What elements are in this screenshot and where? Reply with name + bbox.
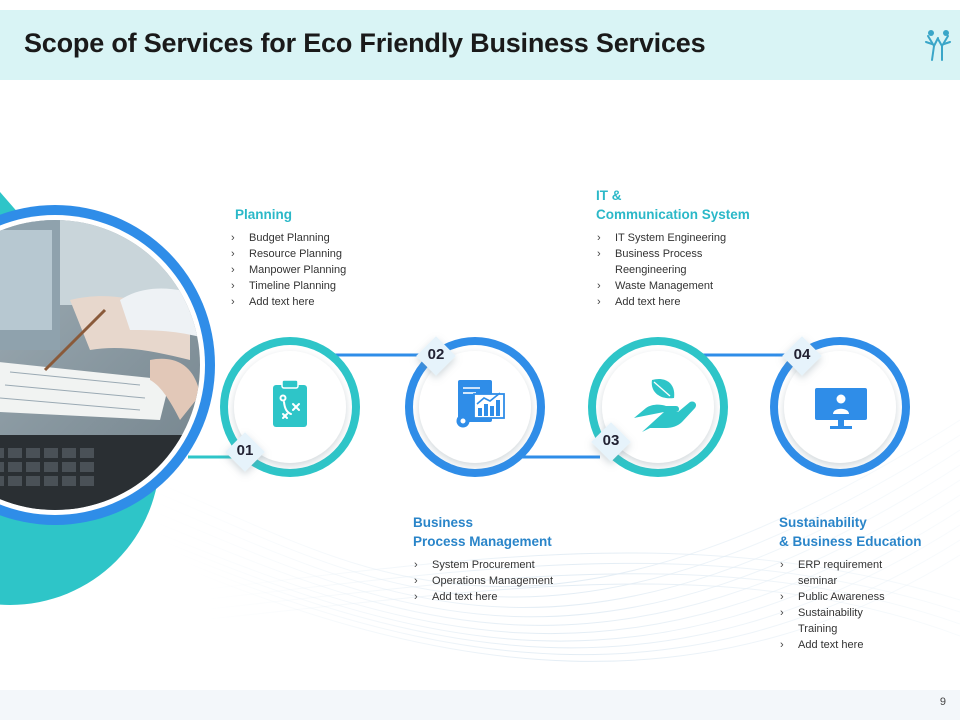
stage-4-title: Sustainability & Business Education (779, 513, 922, 551)
stage-2-number-badge (416, 336, 456, 376)
list-item: System Procurement (412, 557, 553, 573)
stage-4-number-badge (782, 336, 822, 376)
hand-leaf-icon (634, 378, 697, 432)
stage-1-number-badge (225, 432, 265, 472)
stage-2-title-line: Business (413, 515, 474, 530)
stage-4-title-line: & Business Education (779, 534, 922, 549)
stage-2-title-line: Process Management (413, 534, 552, 549)
stage-3-list: IT System Engineering Business ProcessRe… (595, 230, 726, 310)
clipboard-strategy-icon (273, 379, 307, 427)
photo-decoration (0, 192, 215, 605)
list-item: Waste Management (595, 278, 726, 294)
stage-1-title: Planning (235, 205, 292, 224)
stage-3-title-line: Communication System (596, 207, 750, 222)
list-item: Add text here (778, 637, 885, 653)
list-item: Manpower Planning (229, 262, 346, 278)
list-item: Public Awareness (778, 589, 885, 605)
list-item: Budget Planning (229, 230, 346, 246)
stage-3-title-line: IT & (596, 188, 622, 203)
stage-2-title: Business Process Management (413, 513, 552, 551)
stage-1-list: Budget Planning Resource Planning Manpow… (229, 230, 346, 310)
stage-2-number: 02 (427, 346, 445, 363)
header-bar: Scope of Services for Eco Friendly Busin… (0, 10, 960, 80)
stage-2-list: System Procurement Operations Management… (412, 557, 553, 605)
report-analytics-icon (456, 380, 505, 428)
list-item: Operations Management (412, 573, 553, 589)
stage-3-number: 03 (602, 432, 620, 449)
stage-4-title-line: Sustainability (779, 515, 867, 530)
list-item: Resource Planning (229, 246, 346, 262)
stage-1-title-line: Planning (235, 207, 292, 222)
list-item: Add text here (229, 294, 346, 310)
stage-4-number: 04 (793, 346, 811, 363)
monitor-presenter-icon (815, 388, 867, 429)
list-item: Add text here (595, 294, 726, 310)
stage-1-number: 01 (236, 442, 254, 459)
stage-3-number-badge (591, 422, 631, 462)
page-number: 9 (939, 696, 946, 708)
page-title: Scope of Services for Eco Friendly Busin… (24, 28, 706, 58)
list-item: IT System Engineering (595, 230, 726, 246)
list-item: Add text here (412, 589, 553, 605)
stage-3-title: IT & Communication System (596, 186, 750, 224)
eco-figures-logo-icon (925, 30, 951, 61)
list-item: Timeline Planning (229, 278, 346, 294)
